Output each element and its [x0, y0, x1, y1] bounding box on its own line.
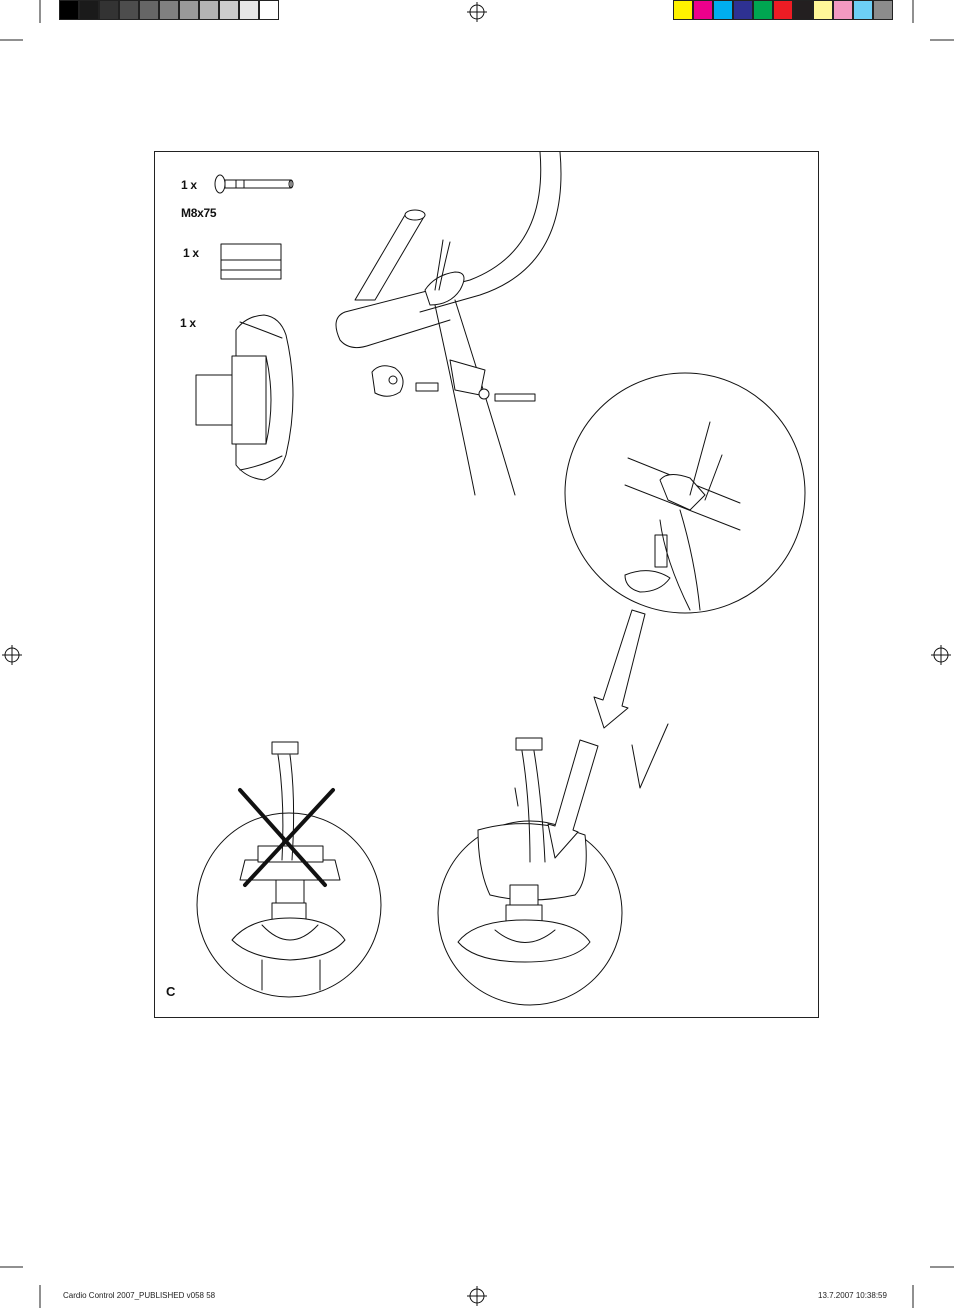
- color-swatch: [199, 0, 219, 20]
- grayscale-bar: [59, 0, 279, 20]
- color-swatch: [179, 0, 199, 20]
- color-swatch: [159, 0, 179, 20]
- incorrect-detail-icon: [196, 741, 382, 998]
- spacer-qty: 1 x: [183, 246, 199, 260]
- color-swatch: [873, 0, 893, 20]
- color-swatch: [119, 0, 139, 20]
- color-swatch: [79, 0, 99, 20]
- figure-frame: [154, 151, 819, 1018]
- color-swatch: [259, 0, 279, 20]
- color-swatch: [219, 0, 239, 20]
- arrow-icon: [593, 609, 646, 729]
- console-qty: 1 x: [180, 316, 196, 330]
- color-swatch: [853, 0, 873, 20]
- correct-detail-icon: [437, 737, 623, 1006]
- figure-label: C: [166, 984, 176, 999]
- footer-file-info: Cardio Control 2007_PUBLISHED v058 58: [63, 1291, 216, 1300]
- console-icon: [195, 314, 294, 481]
- color-swatch: [673, 0, 693, 20]
- footer-timestamp: 13.7.2007 10:38:59: [818, 1291, 887, 1300]
- color-swatch: [753, 0, 773, 20]
- detail-circle-icon: [564, 372, 806, 614]
- handlebar-icon: [335, 151, 562, 496]
- color-swatch: [813, 0, 833, 20]
- color-swatch: [713, 0, 733, 20]
- color-bar: [673, 0, 893, 20]
- spacer-icon: [220, 243, 282, 280]
- bolt-icon: [214, 174, 294, 194]
- color-swatch: [773, 0, 793, 20]
- color-swatch: [99, 0, 119, 20]
- color-swatch: [733, 0, 753, 20]
- color-swatch: [793, 0, 813, 20]
- color-swatch: [59, 0, 79, 20]
- checkmark-icon: [631, 723, 669, 789]
- color-swatch: [833, 0, 853, 20]
- color-swatch: [693, 0, 713, 20]
- bolt-qty: 1 x: [181, 178, 197, 192]
- bolt-size: M8x75: [181, 206, 217, 220]
- color-swatch: [139, 0, 159, 20]
- color-swatch: [239, 0, 259, 20]
